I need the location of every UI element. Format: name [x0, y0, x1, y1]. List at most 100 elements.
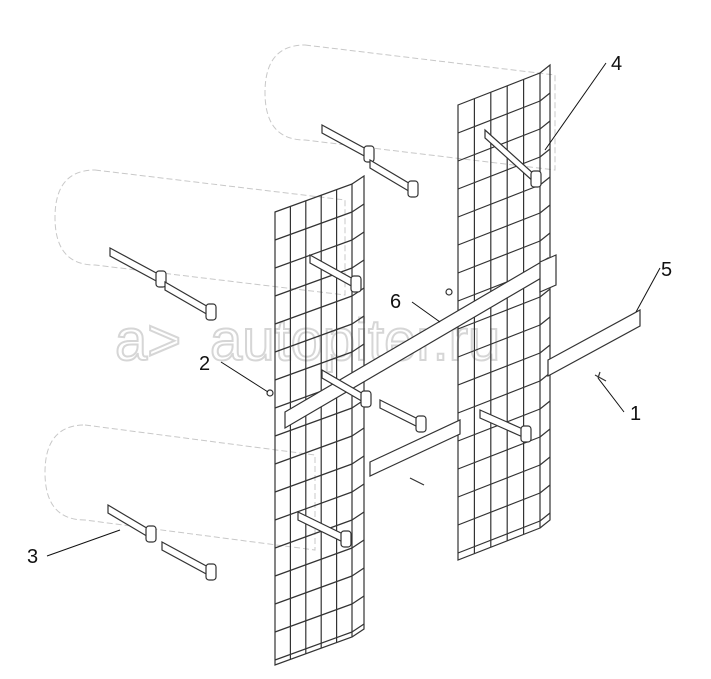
leader-line — [597, 377, 625, 413]
cage-wire-side — [351, 483, 365, 493]
strap-buckle — [530, 170, 542, 188]
watermark-logo: a> — [115, 308, 181, 373]
cage-wire-side — [351, 343, 365, 353]
leader-line — [411, 301, 441, 323]
cage-wire-side — [351, 455, 365, 465]
cage-wire-horizontal — [457, 212, 541, 246]
cage-wire-side — [539, 344, 551, 354]
strap — [309, 253, 356, 290]
callout-2: 2 — [199, 353, 210, 375]
strap-buckle — [520, 425, 532, 443]
strap-buckle — [363, 145, 375, 163]
crossbar-lower — [369, 419, 461, 477]
mesh-cages — [274, 63, 551, 666]
cage-wire-side — [539, 484, 551, 494]
leader-line — [46, 529, 121, 557]
cage-wire-horizontal — [274, 407, 353, 437]
cage-wire-horizontal — [274, 211, 353, 241]
callout-5: 5 — [661, 259, 672, 281]
strap-buckle — [205, 563, 217, 581]
cage-wire-horizontal — [274, 519, 353, 549]
strap — [109, 246, 161, 285]
cage-wire-horizontal — [274, 603, 353, 633]
cage-wire-horizontal — [274, 631, 353, 661]
callout-4: 4 — [611, 53, 622, 75]
strap — [161, 540, 211, 578]
strap-buckle — [205, 303, 217, 321]
cage-wire-side — [539, 456, 551, 466]
callout-6: 6 — [390, 291, 401, 313]
cage-wire-side — [539, 92, 551, 102]
cage-wire-side — [351, 259, 365, 269]
cage-wire-horizontal — [457, 184, 541, 218]
cage-wire-horizontal — [274, 435, 353, 465]
strap-buckle — [415, 415, 427, 433]
cage-wire-side — [351, 595, 365, 605]
cage-wire-side — [539, 400, 551, 410]
ghost-cylinder — [44, 424, 316, 551]
cage-wire-horizontal — [274, 295, 353, 325]
cage-wire-side — [351, 427, 365, 437]
cage-wire-horizontal — [457, 324, 541, 358]
leader-line — [544, 62, 607, 151]
cage-wire-horizontal — [274, 575, 353, 605]
strap — [369, 158, 413, 195]
strap-buckle — [155, 270, 167, 288]
cage-wire-side — [351, 623, 365, 633]
cage-wire-side — [351, 511, 365, 521]
strap-buckle — [340, 530, 352, 548]
cage-wire-horizontal — [274, 351, 353, 381]
strap — [321, 123, 369, 160]
cage-wire-side — [351, 231, 365, 241]
leader-lines — [46, 62, 661, 557]
cage-wire-horizontal — [457, 520, 541, 554]
strap-buckle — [145, 525, 157, 543]
cage-wire-side — [351, 315, 365, 325]
ghost-cylinder — [54, 169, 346, 296]
cage-wire-horizontal — [274, 463, 353, 493]
cage-wire-side — [539, 232, 551, 242]
cage-wire-horizontal — [457, 492, 541, 526]
callout-3: 3 — [27, 546, 38, 568]
cage-side — [539, 63, 551, 529]
cage-wire-side — [351, 567, 365, 577]
cage-wire-side — [539, 316, 551, 326]
ghost-cylinder — [264, 44, 556, 171]
strap-buckle — [350, 275, 362, 293]
cage-wire-horizontal — [457, 296, 541, 330]
cage-wire-horizontal — [457, 464, 541, 498]
straps — [107, 123, 542, 581]
bracket — [539, 254, 557, 293]
bolt-1 — [594, 371, 607, 382]
leader-line — [220, 361, 269, 393]
cage-wire-horizontal — [274, 323, 353, 353]
strap — [479, 409, 526, 439]
cage-wire-side — [351, 203, 365, 213]
bolt — [409, 477, 425, 486]
cage-wire-horizontal — [274, 547, 353, 577]
strap-buckle — [407, 180, 419, 198]
cage-wire-horizontal — [457, 156, 541, 190]
cage-wire-side — [539, 428, 551, 438]
cage-wire-side — [539, 512, 551, 522]
cage-wire-horizontal — [274, 239, 353, 269]
callout-1: 1 — [630, 403, 641, 425]
nut — [445, 288, 453, 296]
cage-wire-side — [539, 120, 551, 130]
ghost-cylinders — [44, 44, 556, 551]
crossbar-5 — [547, 308, 641, 378]
cage-wire-horizontal — [457, 240, 541, 274]
cage-wire-side — [351, 539, 365, 549]
cage-wire-side — [539, 148, 551, 158]
cage-wire-horizontal — [274, 491, 353, 521]
strap-buckle — [360, 390, 372, 408]
nut-2 — [266, 389, 274, 397]
crossbars — [266, 254, 641, 486]
cage-wire-horizontal — [457, 352, 541, 386]
cage-wire-side — [539, 176, 551, 186]
strap — [379, 399, 421, 429]
strap — [107, 503, 151, 540]
cage-wire-horizontal — [457, 380, 541, 414]
